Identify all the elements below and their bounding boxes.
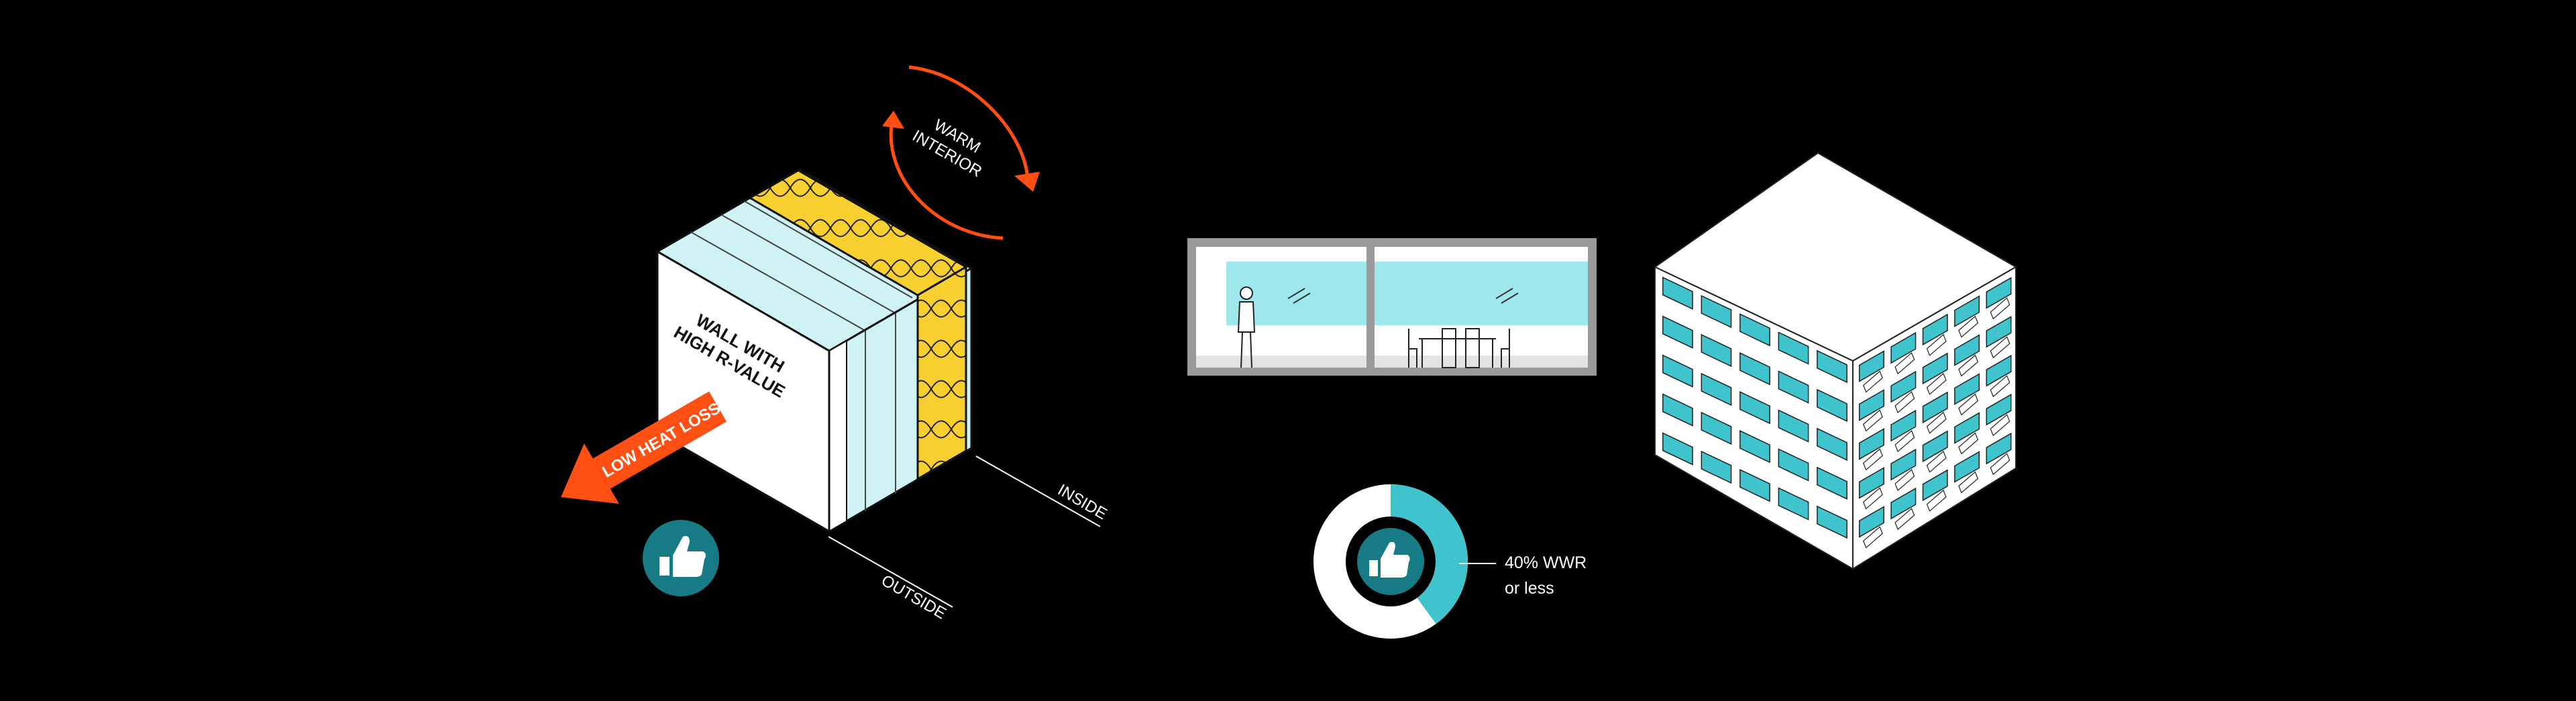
wall-front-face bbox=[656, 250, 830, 533]
outside-label: OUTSIDE bbox=[878, 572, 949, 623]
building-window bbox=[1701, 333, 1732, 368]
building-window bbox=[1922, 469, 1948, 502]
curved-arrows-icon bbox=[882, 65, 1040, 240]
sunshade-fin bbox=[1863, 487, 1883, 510]
wwr-donut: 40% WWR or less bbox=[1313, 484, 1587, 639]
building-window bbox=[1662, 432, 1693, 466]
sunshade-fin bbox=[1990, 336, 2010, 359]
building-window bbox=[1986, 354, 2012, 387]
building-window bbox=[1739, 313, 1770, 347]
building-window bbox=[1922, 313, 1948, 346]
thumbs-up-icon bbox=[659, 536, 706, 577]
building-window bbox=[1662, 315, 1693, 349]
building-window bbox=[1662, 354, 1693, 388]
building-window bbox=[1701, 294, 1732, 329]
building-window bbox=[1701, 450, 1732, 484]
building-window bbox=[1954, 373, 1980, 405]
sunshade-fin bbox=[1958, 354, 1979, 377]
building-window bbox=[1986, 276, 2012, 309]
sunshade-fin bbox=[1894, 352, 1915, 375]
inside-marker: INSIDE bbox=[975, 455, 1110, 527]
building-isometric bbox=[1654, 152, 2018, 570]
sunshade-fin bbox=[1926, 333, 1947, 356]
building-window bbox=[1986, 393, 2012, 426]
building-window bbox=[1701, 411, 1732, 445]
insulation-side bbox=[916, 265, 967, 481]
building-window bbox=[1858, 428, 1884, 460]
arrow-left-icon bbox=[561, 443, 619, 504]
wwr-arc bbox=[1391, 484, 1468, 625]
building-window bbox=[1858, 506, 1884, 538]
building-window bbox=[1890, 448, 1917, 481]
sunshade-fin bbox=[1894, 430, 1915, 453]
sunshade-fin bbox=[1926, 411, 1947, 434]
building-window bbox=[1739, 352, 1770, 386]
building-window bbox=[1817, 505, 1847, 539]
sunshade-fin bbox=[1958, 315, 1979, 338]
sunshade-fin bbox=[1894, 469, 1915, 492]
sunshade-fin bbox=[1863, 526, 1883, 549]
building-window bbox=[1817, 388, 1847, 422]
building-window bbox=[1954, 295, 1980, 327]
building-window bbox=[1817, 349, 1847, 383]
sunshade-fin bbox=[1863, 409, 1883, 432]
sunshade-fin bbox=[1894, 508, 1915, 531]
sunshade-fin bbox=[1863, 448, 1883, 471]
building-window bbox=[1890, 487, 1917, 520]
building-window bbox=[1890, 409, 1917, 442]
wwr-label-line2: or less bbox=[1505, 579, 1554, 598]
sunshade-fin bbox=[1863, 370, 1883, 393]
building-windows bbox=[1662, 276, 2012, 549]
building-window bbox=[1739, 391, 1770, 425]
sunshade-fin bbox=[1958, 432, 1979, 455]
wwr-label-line1: 40% WWR bbox=[1505, 553, 1587, 572]
building-window bbox=[1890, 331, 1917, 364]
warm-interior-circulation: WARM INTERIOR bbox=[882, 65, 1040, 240]
sunshade-fin bbox=[1926, 489, 1947, 512]
building-window bbox=[1986, 315, 2012, 348]
building-window bbox=[1739, 469, 1770, 502]
building-window bbox=[1986, 432, 2012, 465]
building-window bbox=[1858, 467, 1884, 499]
building-window bbox=[1954, 451, 1980, 483]
sunshade-fin bbox=[1990, 375, 2010, 398]
building-window bbox=[1954, 334, 1980, 366]
building-window bbox=[1701, 372, 1732, 407]
thumbs-up-icon bbox=[1369, 541, 1410, 578]
building-window bbox=[1778, 409, 1809, 443]
building-window bbox=[1858, 389, 1884, 421]
wall-assembly: WALL WITH HIGH R-VALUE bbox=[655, 168, 973, 533]
building-window bbox=[1922, 391, 1948, 424]
building-window bbox=[1922, 430, 1948, 463]
sunshade-fin bbox=[1926, 372, 1947, 395]
building-window bbox=[1662, 276, 1693, 310]
building-window bbox=[1778, 448, 1809, 482]
sunshade-fin bbox=[1958, 393, 1979, 416]
table-and-chairs bbox=[1408, 328, 1510, 368]
building-window bbox=[1778, 370, 1809, 404]
sunshade-fin bbox=[1894, 391, 1915, 414]
outside-marker: OUTSIDE bbox=[828, 536, 953, 623]
building-window bbox=[1778, 331, 1809, 365]
sunshade-fin bbox=[1926, 450, 1947, 473]
building-window bbox=[1817, 466, 1847, 500]
building-window bbox=[1817, 427, 1847, 461]
sunshade-fin bbox=[1990, 453, 2010, 476]
building-window bbox=[1954, 412, 1980, 444]
sheathing-side bbox=[828, 339, 847, 533]
person-figure bbox=[1237, 286, 1256, 368]
window-section bbox=[1187, 238, 1597, 376]
building-window bbox=[1778, 487, 1809, 521]
building-window bbox=[1662, 393, 1693, 427]
sunshade-fin bbox=[1958, 471, 1979, 494]
building-window bbox=[1739, 430, 1770, 464]
building-window bbox=[1922, 352, 1948, 385]
sunshade-fin bbox=[1990, 297, 2010, 320]
wall-approval-badge bbox=[643, 520, 719, 596]
building-window bbox=[1858, 350, 1884, 382]
sunshade-fin bbox=[1990, 414, 2010, 437]
building-window bbox=[1890, 370, 1917, 403]
